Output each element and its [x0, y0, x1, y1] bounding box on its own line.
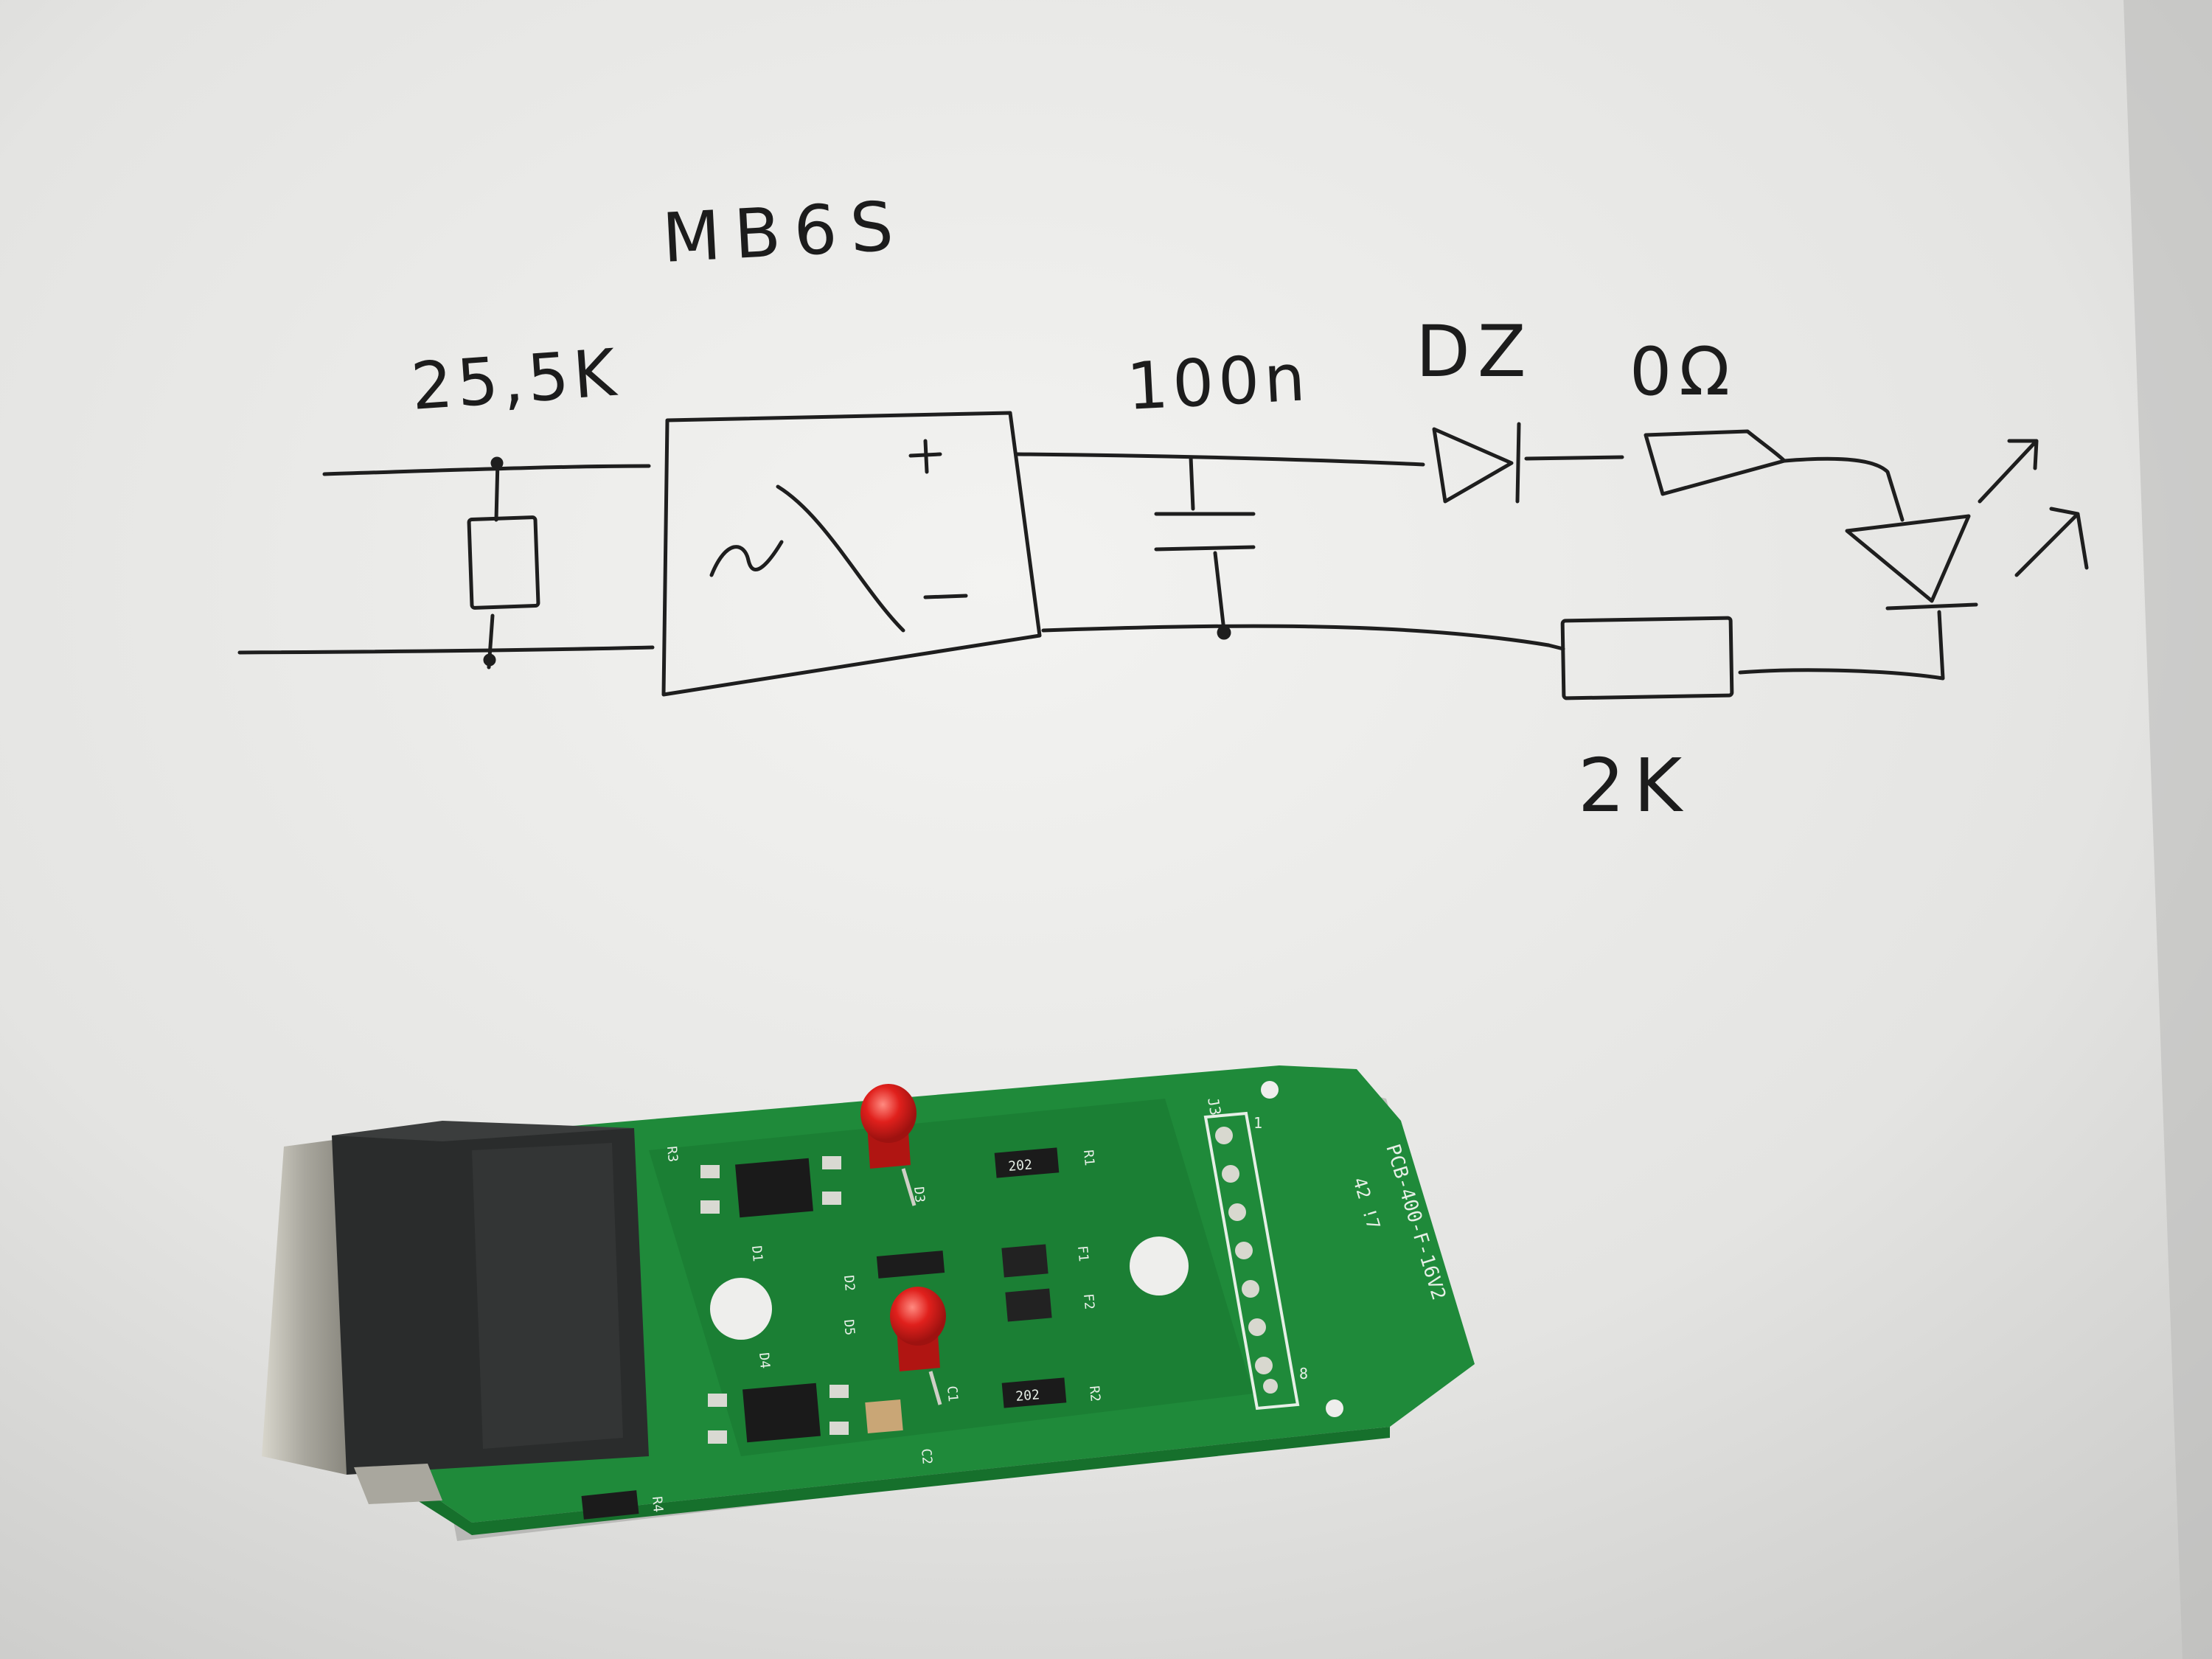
paper-corner-shadow [2124, 0, 2212, 1659]
capacitor-c2 [865, 1399, 903, 1434]
ref-r1: R1 [1080, 1150, 1097, 1166]
label-zero-ohm: 0Ω [1630, 333, 1737, 411]
zener-bar [1515, 422, 1521, 504]
capacitor-plate-2 [1154, 545, 1256, 552]
label-bridge: MB6S [661, 187, 909, 278]
ref-d2: D2 [841, 1275, 858, 1292]
zener-triangle [1432, 427, 1514, 504]
resistor-r4 [581, 1490, 639, 1520]
ref-r4: R4 [649, 1496, 666, 1513]
wire-minus-out [1041, 624, 1551, 647]
bridge-minus-sign [923, 594, 968, 599]
label-output-resistor: 2K [1578, 742, 1691, 829]
node-dot-3 [1217, 625, 1231, 640]
connector-top [332, 1121, 634, 1141]
ref-c1: C1 [944, 1385, 961, 1402]
node-dot-1 [490, 456, 504, 470]
ref-d5: D5 [841, 1319, 858, 1336]
ref-r3: R3 [664, 1146, 681, 1163]
chip-pads [700, 1156, 849, 1444]
resistor-code-2: 202 [1015, 1387, 1040, 1405]
label-input-resistor: 25,5K [408, 334, 622, 425]
ref-f2: F2 [1080, 1293, 1097, 1310]
ref-c2: C2 [918, 1448, 935, 1465]
wire-2k-left [1546, 643, 1565, 651]
wire-zener-to-res [1524, 455, 1624, 461]
led-top [860, 1084, 917, 1206]
node-dot-2 [483, 653, 496, 667]
connector-tab [354, 1464, 442, 1504]
bridge-chip-top [735, 1158, 813, 1218]
resistor-code-1: 202 [1008, 1157, 1033, 1175]
mount-hole-right [1130, 1237, 1189, 1295]
bridge-plus-sign [908, 439, 942, 474]
led-arrow-2 [2014, 507, 2089, 577]
led-bar [1885, 602, 1978, 611]
resistor-r2 [1001, 1377, 1067, 1408]
schematic-sketch [237, 411, 2089, 700]
wire-plus-out [1015, 452, 1425, 467]
output-resistor-body [1560, 616, 1734, 700]
diode-d2 [876, 1251, 945, 1279]
fuse-f1 [1001, 1244, 1048, 1278]
capacitor-lead-bottom [1213, 551, 1226, 633]
led-arrow-1 [1978, 439, 2039, 504]
fuse-f2 [1005, 1288, 1052, 1322]
ref-d3: D3 [911, 1186, 928, 1203]
led-bottom [890, 1287, 946, 1405]
input-resistor-body [467, 515, 540, 610]
label-zener: DZ [1416, 310, 1534, 393]
ref-r2: R2 [1086, 1385, 1103, 1402]
bridge-ac-wave [709, 540, 784, 577]
bridge-box [661, 411, 1042, 697]
connector-highlight [472, 1143, 623, 1449]
connector-ref-j3: J3 [1204, 1096, 1225, 1117]
ref-d1: D1 [748, 1245, 765, 1262]
board-edge [372, 1416, 1390, 1535]
mount-hole-left [710, 1278, 772, 1340]
bridge-chip-bottom [742, 1382, 821, 1443]
label-capacitor: 100n [1125, 339, 1312, 425]
pin-label-last: 8 [1299, 1365, 1308, 1382]
ref-f1: F1 [1074, 1245, 1091, 1262]
led-triangle [1845, 514, 1971, 603]
pin-label-first: 1 [1253, 1114, 1262, 1132]
resistor-r1 [994, 1147, 1060, 1178]
capacitor-lead-top [1189, 455, 1195, 511]
wire-to-led [1782, 456, 1905, 522]
rj45-connector [262, 1121, 649, 1504]
connector-shield [262, 1139, 347, 1475]
pin-header-outline [1203, 1111, 1300, 1411]
pin-header-pins [1215, 1127, 1278, 1394]
wire-led-down [1738, 610, 1945, 681]
mount-hole-small-bottom [1326, 1399, 1343, 1417]
bridge-diagonal [776, 484, 905, 633]
wire-input-bottom [237, 645, 655, 655]
ref-d4: D4 [756, 1352, 773, 1369]
mount-hole-small-top [1261, 1081, 1279, 1099]
